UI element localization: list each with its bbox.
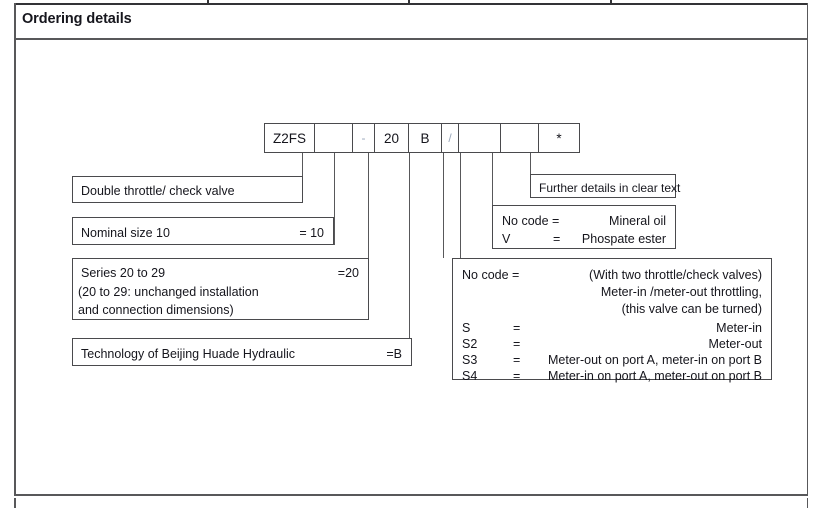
header-bottom-rule <box>14 38 808 40</box>
throttling-row-0-desc: Meter-in <box>716 321 762 335</box>
next-row-right <box>806 498 808 508</box>
series-line-3: and connection dimensions) <box>78 303 234 317</box>
throttling-no-code-desc-1: (With two throttle/check valves) <box>589 268 762 282</box>
frame-bottom-rule <box>14 494 808 496</box>
nominal-size-code: = 10 <box>299 226 324 240</box>
callout-further-details: Further details in clear text <box>530 174 680 198</box>
code-cell-type-code[interactable]: Z2FS <box>265 124 315 152</box>
top-divider-1 <box>207 0 209 4</box>
frame-left <box>14 3 16 495</box>
leader-nominal-size-v <box>333 153 335 245</box>
frame-right <box>806 3 808 495</box>
technology-text: Technology of Beijing Huade Hydraulic <box>81 347 296 361</box>
fluid-row-0-desc: Mineral oil <box>609 214 666 228</box>
fluid-row-1-eq: = <box>553 232 561 246</box>
series-line-2: (20 to 29: unchanged installation <box>78 285 259 299</box>
throttling-row-2-desc: Meter-out on port A, meter-in on port B <box>548 353 762 367</box>
technology-code: =B <box>386 347 402 361</box>
throttling-row-3-eq: = <box>513 369 521 383</box>
throttling-row-0-code: S <box>462 321 471 335</box>
leader-throttling-v <box>460 153 461 258</box>
fluid-row-1-desc: Phospate ester <box>581 232 666 246</box>
top-rule <box>14 3 808 5</box>
callout-series: Series 20 to 29 =20 (20 to 29: unchanged… <box>72 258 369 320</box>
page-title: Ordering details <box>22 11 132 27</box>
throttling-row-1-desc: Meter-out <box>708 337 763 351</box>
code-cell-separator-dash[interactable]: - <box>353 124 375 152</box>
throttling-row-3-desc: Meter-in on port A, meter-out on port B <box>548 369 762 383</box>
callout-nominal-size: Nominal size 10 = 10 <box>72 217 334 245</box>
throttling-row-2-code: S3 <box>462 353 478 367</box>
code-cell-blank-3[interactable] <box>501 124 539 152</box>
series-code: =20 <box>337 266 359 280</box>
code-cell-series-code[interactable]: B <box>409 124 442 152</box>
callout-fluid-type: No code = Mineral oil V = Phospate ester <box>492 205 676 249</box>
throttling-row-1-code: S2 <box>462 337 478 351</box>
leader-further-details-v <box>530 153 531 175</box>
series-line-1: Series 20 to 29 <box>81 266 166 280</box>
callout-technology: Technology of Beijing Huade Hydraulic =B <box>72 338 412 366</box>
code-cell-size-code[interactable]: 20 <box>375 124 409 152</box>
leader-technology-v <box>409 153 410 338</box>
nominal-size-text: Nominal size 10 <box>81 226 170 240</box>
callout-throttling-options: No code = (With two throttle/check valve… <box>452 258 772 383</box>
code-cell-blank-1[interactable] <box>315 124 353 152</box>
fluid-row-1-code: V <box>502 232 511 246</box>
throttling-no-code-desc-3: (this valve can be turned) <box>621 302 762 316</box>
throttling-row-0-eq: = <box>513 321 521 335</box>
top-divider-2 <box>408 0 410 4</box>
callout-valve-type: Double throttle/ check valve <box>72 176 303 203</box>
further-details-text: Further details in clear text <box>539 181 681 195</box>
next-row-left <box>14 498 16 508</box>
throttling-no-code-desc-2: Meter-in /meter-out throttling, <box>600 285 762 299</box>
code-cell-blank-2[interactable] <box>459 124 501 152</box>
leader-series-v <box>368 153 369 258</box>
throttling-row-3-code: S4 <box>462 369 478 383</box>
top-divider-3 <box>610 0 612 4</box>
throttling-no-code-label: No code = <box>462 268 520 282</box>
leader-fluid-type-v <box>492 153 493 205</box>
throttling-row-1-eq: = <box>513 337 521 351</box>
valve-type-text: Double throttle/ check valve <box>81 184 235 198</box>
code-cell-slash-mark[interactable]: / <box>442 124 459 152</box>
code-cell-further-code[interactable]: * <box>556 130 562 146</box>
leader-throttling-alt-v <box>443 153 444 258</box>
throttling-row-2-eq: = <box>513 353 521 367</box>
fluid-row-0-code: No code = <box>502 214 560 228</box>
